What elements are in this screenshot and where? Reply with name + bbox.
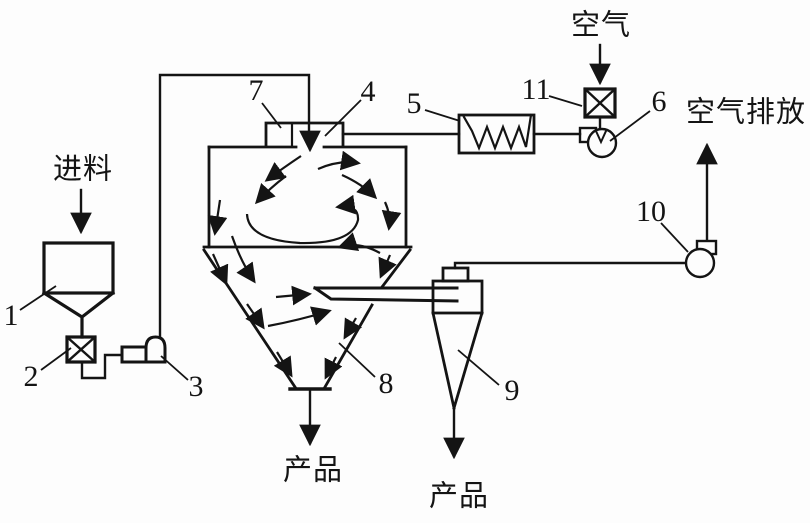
air-exhaust-label: 空气排放 bbox=[685, 96, 807, 129]
part-number-9: 9 bbox=[504, 374, 520, 407]
feed-hopper-symbol bbox=[41, 241, 116, 339]
part-number-2: 2 bbox=[23, 360, 39, 393]
heater-symbol bbox=[457, 113, 536, 155]
feed-riser-pipe bbox=[158, 73, 321, 339]
part-number-4: 4 bbox=[360, 75, 376, 108]
pump-symbol bbox=[120, 335, 167, 364]
supply-fan-symbol bbox=[578, 115, 618, 159]
feed-lance-symbol bbox=[312, 285, 459, 303]
air-disperser-box bbox=[264, 121, 345, 148]
part-number-8: 8 bbox=[378, 367, 394, 400]
product-label-chamber: 产品 bbox=[282, 454, 344, 487]
part-number-3: 3 bbox=[188, 370, 204, 403]
feed-label: 进料 bbox=[52, 153, 114, 186]
cyclone-symbol bbox=[431, 266, 484, 410]
part-number-11: 11 bbox=[521, 73, 551, 106]
leader-lines bbox=[19, 95, 689, 386]
part-number-1: 1 bbox=[3, 299, 19, 332]
rotary-valve-symbol bbox=[65, 335, 97, 364]
air-filter-symbol bbox=[583, 87, 617, 119]
part-number-6: 6 bbox=[651, 85, 667, 118]
product-label-cyclone: 产品 bbox=[428, 480, 490, 513]
air-label: 空气 bbox=[570, 9, 632, 42]
part-number-7: 7 bbox=[248, 74, 264, 107]
flow-arrows bbox=[207, 150, 402, 380]
drying-chamber-symbol bbox=[202, 121, 413, 391]
part-number-5: 5 bbox=[406, 87, 422, 120]
part-number-10: 10 bbox=[636, 195, 666, 228]
valve-to-pump-pipe bbox=[80, 353, 124, 380]
exhaust-fan-symbol bbox=[684, 142, 718, 279]
exhaust-duct bbox=[453, 261, 688, 270]
